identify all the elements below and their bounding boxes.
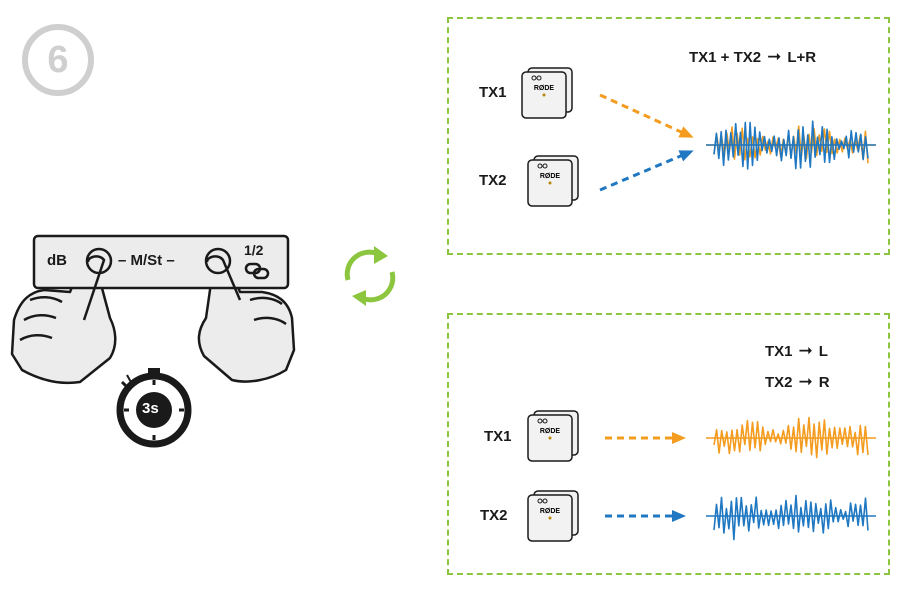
mono-tx2-arrow-head [678, 150, 694, 162]
timer-label: 3s [142, 400, 159, 417]
cycle-arrows-icon [344, 246, 396, 306]
step-number: 6 [47, 39, 69, 81]
stereo-route-2-source: TX2 [765, 373, 793, 391]
mono-tx2-arrow [599, 150, 691, 192]
channel-label: 1/2 [244, 242, 264, 258]
stereo-route-1: TX1 ➞ L [765, 341, 828, 361]
stereo-tx1-device: RØDE [527, 410, 579, 462]
stereo-route-2-dest: R [818, 373, 830, 391]
stereo-route-1-dest: L [818, 342, 828, 360]
brand-logo-text: RØDE [540, 508, 561, 515]
mono-tx1-device: RØDE [521, 67, 573, 119]
arrow-icon: ➞ [767, 47, 782, 66]
step-number-badge: 6 [22, 24, 94, 96]
brand-logo-text: RØDE [534, 85, 555, 92]
brand-logo-text: RØDE [540, 173, 561, 180]
stereo-tx1-arrow-head [672, 432, 686, 444]
mode-label: – M/St – [118, 252, 175, 269]
mono-tx2-label: TX2 [479, 172, 507, 189]
stereo-tx2-label: TX2 [480, 507, 508, 524]
arrow-icon: ➞ [798, 372, 813, 391]
stopwatch-icon [116, 368, 192, 448]
stereo-route-1-source: TX1 [765, 342, 793, 360]
stereo-mode-panel [447, 313, 890, 575]
left-hand-icon [10, 260, 117, 385]
stereo-waveform-orange [713, 416, 869, 459]
stereo-waveform-blue [713, 494, 869, 541]
link-icon [244, 262, 270, 280]
mono-tx1-arrow-head [678, 126, 694, 138]
mono-route-source: TX1 + TX2 [689, 48, 762, 66]
stereo-tx2-arrow-head [672, 510, 686, 522]
mono-waveform-blue [713, 120, 869, 170]
stereo-route-2: TX2 ➞ R [765, 372, 830, 392]
brand-logo-text: RØDE [540, 428, 561, 435]
mono-mode-panel [447, 17, 890, 255]
mono-tx1-label: TX1 [479, 84, 507, 101]
arrow-icon: ➞ [798, 341, 813, 360]
mono-tx1-arrow [599, 93, 691, 138]
right-hand-icon [197, 260, 296, 383]
stereo-tx1-label: TX1 [484, 428, 512, 445]
stereo-tx2-device: RØDE [527, 490, 579, 542]
mono-tx2-device: RØDE [527, 155, 579, 207]
db-label: dB [47, 252, 67, 269]
mono-route-dest: L+R [787, 48, 817, 66]
mono-route: TX1 + TX2 ➞ L+R [689, 47, 816, 67]
